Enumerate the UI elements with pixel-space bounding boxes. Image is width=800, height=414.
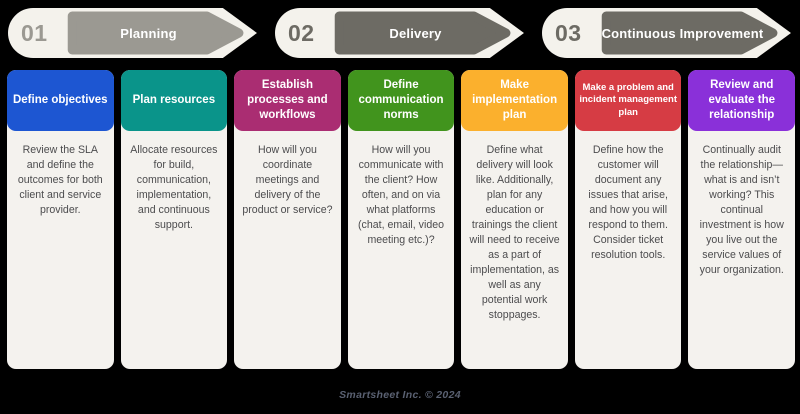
card-body: Continually audit the relationship—what … [699,144,784,277]
card-incident-management-plan: Make a problem and incident management p… [574,70,682,369]
card-header: Review and evaluate the relationship [688,70,796,131]
card-header: Make a problem and incident management p… [574,70,682,131]
card-title: Define objectives [12,94,108,107]
card-title: Review and evaluate the relationship [708,79,775,121]
card-establish-processes: Establish processes and workflows How wi… [234,70,341,369]
footer-credit: Smartsheet Inc. © 2024 [339,389,461,401]
phase-banner-shape [275,8,524,58]
card-body: How will you communicate with the client… [358,144,444,247]
phase-banner-row: 01 Planning 02 Delivery 03 Continuous Im… [8,8,795,58]
card-communication-norms: Define communication norms How will you … [347,70,455,369]
card-implementation-plan: Make implementation plan Define what del… [461,70,568,369]
phase-label: Planning [120,25,177,41]
card-define-objectives: Define objectives Review the SLA and def… [7,70,114,369]
card-header: Make implementation plan [461,70,568,131]
phase-banner-shape [542,8,791,58]
arrow-right-icon [601,11,778,55]
phase-label: Continuous Improvement [601,25,764,41]
phase-label: Delivery [389,25,442,41]
card-header: Plan resources [120,70,228,131]
card-body: Define how the customer will document an… [588,144,668,262]
card-header: Define communication norms [347,70,455,131]
phase-banner-planning: 01 Planning [8,8,261,58]
card-body: Review the SLA and define the outcomes f… [17,144,103,217]
card-title: Establish processes and workflows [247,79,328,121]
phase-number: 02 [288,19,315,46]
phase-number: 03 [555,19,582,46]
card-title: Make a problem and incident management p… [579,82,678,118]
card-review-relationship: Review and evaluate the relationship Con… [688,70,796,369]
arrow-right-icon [334,11,511,55]
phase-number: 01 [21,19,48,46]
arrow-right-icon [67,11,244,55]
phase-banner-continuous-improvement: 03 Continuous Improvement [542,8,795,58]
card-body: Allocate resources for build, communicat… [130,144,218,232]
card-header: Establish processes and workflows [234,70,341,131]
card-title: Plan resources [132,94,216,107]
card-title: Make implementation plan [472,79,558,121]
card-body: How will you coordinate meetings and del… [242,144,333,217]
phase-banner-delivery: 02 Delivery [275,8,528,58]
phase-banner-shape [8,8,257,58]
card-header: Define objectives [7,70,114,131]
card-plan-resources: Plan resources Allocate resources for bu… [120,70,228,369]
step-card-row: Define objectives Review the SLA and def… [7,70,796,369]
card-body: Define what delivery will look like. Add… [469,144,560,322]
card-title: Define communication norms [358,79,444,121]
